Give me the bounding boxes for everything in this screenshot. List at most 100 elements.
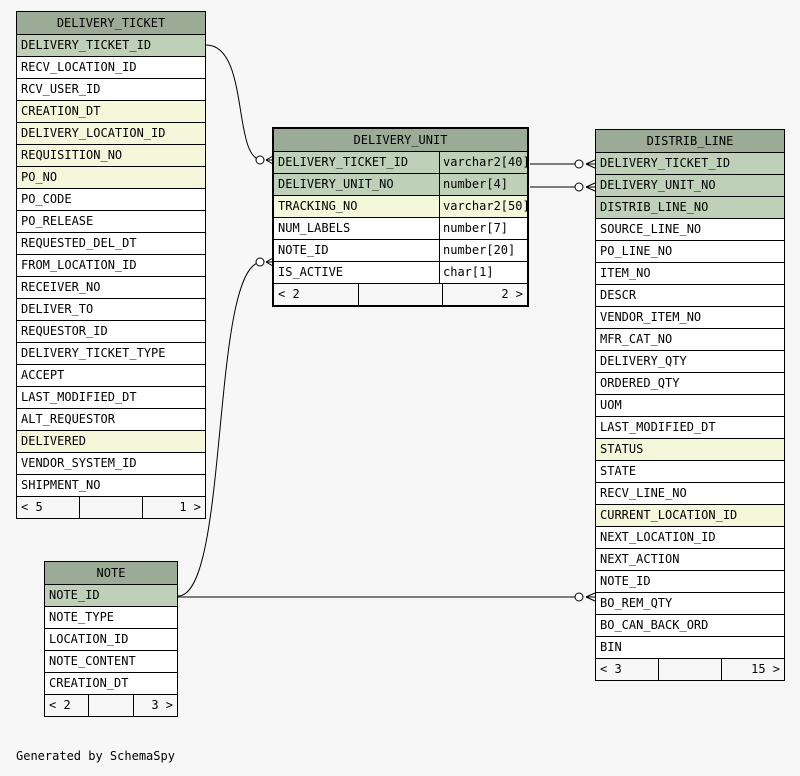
column-name: VENDOR_ITEM_NO xyxy=(600,310,702,324)
column-row[interactable]: ITEM_NO xyxy=(596,263,784,285)
column-row[interactable]: NEXT_LOCATION_ID xyxy=(596,527,784,549)
column-row[interactable]: LOCATION_ID xyxy=(45,629,177,651)
column-row[interactable]: PO_CODE xyxy=(17,189,205,211)
column-row[interactable]: PO_RELEASE xyxy=(17,211,205,233)
table-header[interactable]: DELIVERY_UNIT xyxy=(274,129,527,152)
table-footer: < 5 1 > xyxy=(17,497,205,518)
column-row[interactable]: LAST_MODIFIED_DT xyxy=(17,387,205,409)
column-row[interactable]: DELIVERY_LOCATION_ID xyxy=(17,123,205,145)
column-row[interactable]: PO_LINE_NO xyxy=(596,241,784,263)
column-row[interactable]: SOURCE_LINE_NO xyxy=(596,219,784,241)
column-row[interactable]: ALT_REQUESTOR xyxy=(17,409,205,431)
column-name: SHIPMENT_NO xyxy=(21,478,101,492)
column-name: DELIVERY_TICKET_TYPE xyxy=(21,346,166,360)
column-row[interactable]: NEXT_ACTION xyxy=(596,549,784,571)
column-row[interactable]: NOTE_ID xyxy=(596,571,784,593)
column-name: DELIVERY_QTY xyxy=(600,354,687,368)
column-row[interactable]: DELIVERED xyxy=(17,431,205,453)
footer-spacer xyxy=(89,695,133,716)
column-row[interactable]: BO_CAN_BACK_ORD xyxy=(596,615,784,637)
column-row[interactable]: BO_REM_QTY xyxy=(596,593,784,615)
column-name: DELIVERY_TICKET_ID xyxy=(600,156,731,170)
column-row[interactable]: CREATION_DT xyxy=(45,673,177,695)
column-row[interactable]: PO_NO xyxy=(17,167,205,189)
column-row[interactable]: STATE xyxy=(596,461,784,483)
column-row[interactable]: DELIVERY_TICKET_ID xyxy=(17,35,205,57)
column-row[interactable]: FROM_LOCATION_ID xyxy=(17,255,205,277)
column-name: NOTE_TYPE xyxy=(49,610,115,624)
column-name: DELIVERED xyxy=(21,434,87,448)
column-row[interactable]: REQUESTED_DEL_DT xyxy=(17,233,205,255)
column-row[interactable]: DELIVERY_UNIT_NO xyxy=(596,175,784,197)
table-header[interactable]: DELIVERY_TICKET xyxy=(17,12,205,35)
column-row[interactable]: DELIVER_TO xyxy=(17,299,205,321)
parents-count[interactable]: < 2 xyxy=(45,695,89,716)
generated-by-label: Generated by SchemaSpy xyxy=(16,749,175,763)
rel-ticket-to-unit xyxy=(205,44,263,161)
column-name: RCV_USER_ID xyxy=(21,82,101,96)
parents-count[interactable]: < 5 xyxy=(17,497,80,518)
column-row[interactable]: DELIVERY_QTY xyxy=(596,351,784,373)
column-row[interactable]: REQUISITION_NO xyxy=(17,145,205,167)
column-type: varchar2[40] xyxy=(439,152,527,173)
parents-count[interactable]: < 2 xyxy=(274,284,359,305)
column-row[interactable]: NOTE_CONTENT xyxy=(45,651,177,673)
column-row[interactable]: CREATION_DT xyxy=(17,101,205,123)
column-name: BO_REM_QTY xyxy=(600,596,673,610)
column-row[interactable]: STATUS xyxy=(596,439,784,461)
column-name: ORDERED_QTY xyxy=(600,376,680,390)
column-row[interactable]: BIN xyxy=(596,637,784,659)
parents-count[interactable]: < 3 xyxy=(596,659,659,680)
column-row[interactable]: DISTRIB_LINE_NO xyxy=(596,197,784,219)
column-row[interactable]: VENDOR_SYSTEM_ID xyxy=(17,453,205,475)
column-name: BIN xyxy=(600,640,622,654)
column-row[interactable]: ORDERED_QTY xyxy=(596,373,784,395)
table-distrib-line[interactable]: DISTRIB_LINE DELIVERY_TICKET_ID DELIVERY_U… xyxy=(595,129,785,681)
column-row[interactable]: DELIVERY_TICKET_TYPE xyxy=(17,343,205,365)
column-name: CURRENT_LOCATION_ID xyxy=(600,508,738,522)
column-row[interactable]: RECV_LINE_NO xyxy=(596,483,784,505)
children-count[interactable]: 3 > xyxy=(133,695,177,716)
column-name: DELIVERY_UNIT_NO xyxy=(600,178,716,192)
column-row[interactable]: MFR_CAT_NO xyxy=(596,329,784,351)
column-name: ALT_REQUESTOR xyxy=(21,412,115,426)
column-row[interactable]: DELIVERY_TICKET_ID xyxy=(596,153,784,175)
column-row[interactable]: NOTE_TYPE xyxy=(45,607,177,629)
column-name: DELIVERY_UNIT_NO xyxy=(278,177,394,191)
column-row[interactable]: REQUESTOR_ID xyxy=(17,321,205,343)
column-name: NEXT_ACTION xyxy=(600,552,680,566)
column-type: number[20] xyxy=(439,240,527,261)
column-name: NOTE_ID xyxy=(600,574,651,588)
footer-spacer xyxy=(359,284,442,305)
column-row[interactable]: LAST_MODIFIED_DT xyxy=(596,417,784,439)
column-row[interactable]: RECEIVER_NO xyxy=(17,277,205,299)
column-row[interactable]: VENDOR_ITEM_NO xyxy=(596,307,784,329)
column-row[interactable]: RCV_USER_ID xyxy=(17,79,205,101)
table-footer: < 3 15 > xyxy=(596,659,784,680)
children-count[interactable]: 1 > xyxy=(142,497,205,518)
column-row[interactable]: NOTE_ID xyxy=(45,585,177,607)
column-row[interactable]: DESCR xyxy=(596,285,784,307)
table-header[interactable]: NOTE xyxy=(45,562,177,585)
children-count[interactable]: 15 > xyxy=(721,659,784,680)
column-row[interactable]: ACCEPT xyxy=(17,365,205,387)
column-name: RECV_LINE_NO xyxy=(600,486,687,500)
column-row[interactable]: UOM xyxy=(596,395,784,417)
table-header[interactable]: DISTRIB_LINE xyxy=(596,130,784,153)
column-type: char[1] xyxy=(439,262,527,283)
column-row[interactable]: SHIPMENT_NO xyxy=(17,475,205,497)
column-name: DESCR xyxy=(600,288,637,302)
column-row[interactable]: CURRENT_LOCATION_ID xyxy=(596,505,784,527)
column-name: TRACKING_NO xyxy=(278,199,358,213)
column-row[interactable]: RECV_LOCATION_ID xyxy=(17,57,205,79)
children-count[interactable]: 2 > xyxy=(442,284,527,305)
